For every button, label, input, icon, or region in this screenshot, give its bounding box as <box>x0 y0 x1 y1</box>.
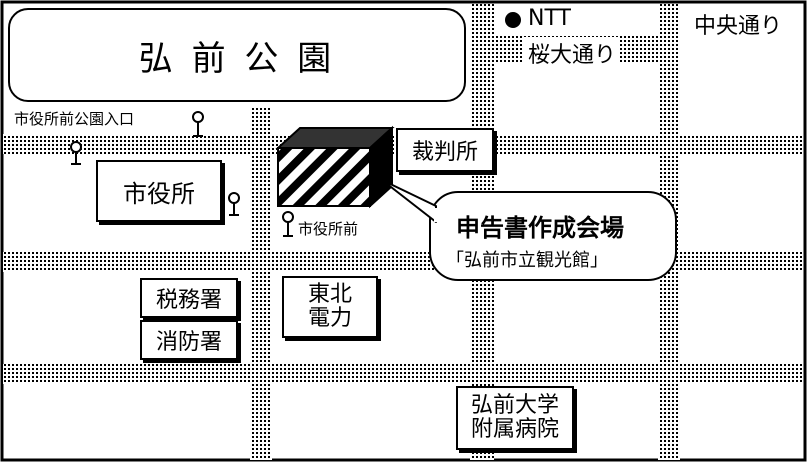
road-vertical-1 <box>250 108 272 460</box>
city-hall-mae-stop-label: 市役所前 <box>298 220 359 238</box>
venue-title-label: 申告書作成会場 <box>456 214 624 242</box>
court-box: 裁判所 <box>396 128 494 172</box>
road-horizontal-middle <box>3 252 803 272</box>
chuo-odori-label: 中央通り <box>692 8 785 40</box>
bus-stop-icon <box>192 111 204 137</box>
hospital-box: 弘前大学 附属病院 <box>456 386 574 450</box>
bus-stop-icon <box>228 192 240 216</box>
ntt-marker-icon <box>505 12 521 28</box>
park-entrance-stop-label: 市役所前公園入口 <box>14 110 135 128</box>
bus-stop-icon <box>282 211 294 237</box>
sakura-odori-label: 桜大通り <box>524 37 621 69</box>
bus-stop-icon <box>70 141 82 165</box>
court-label: 裁判所 <box>411 140 478 165</box>
city-hall-label: 市役所 <box>123 179 195 208</box>
tax-office-label: 税務署 <box>155 288 222 313</box>
hospital-label-line2: 附属病院 <box>470 417 559 442</box>
park-box: 弘 前 公 園 <box>8 8 466 102</box>
tax-office-box: 税務署 <box>140 278 238 318</box>
tohoku-electric-box: 東北 電力 <box>282 276 378 338</box>
road-horizontal-lower <box>3 364 803 384</box>
venue-building <box>275 125 395 209</box>
park-label: 弘 前 公 園 <box>138 38 336 79</box>
venue-name-label: 「弘前市立観光館」 <box>446 250 608 271</box>
ntt-label: NTT <box>526 6 573 31</box>
hospital-label-line1: 弘前大学 <box>470 392 559 418</box>
venue-callout <box>381 179 677 281</box>
tohoku-electric-label-line1: 東北 <box>307 281 352 307</box>
fire-station-label: 消防署 <box>155 330 222 355</box>
tohoku-electric-label-line2: 電力 <box>307 306 352 331</box>
city-hall-box: 市役所 <box>96 160 222 222</box>
fire-station-box: 消防署 <box>140 320 238 360</box>
